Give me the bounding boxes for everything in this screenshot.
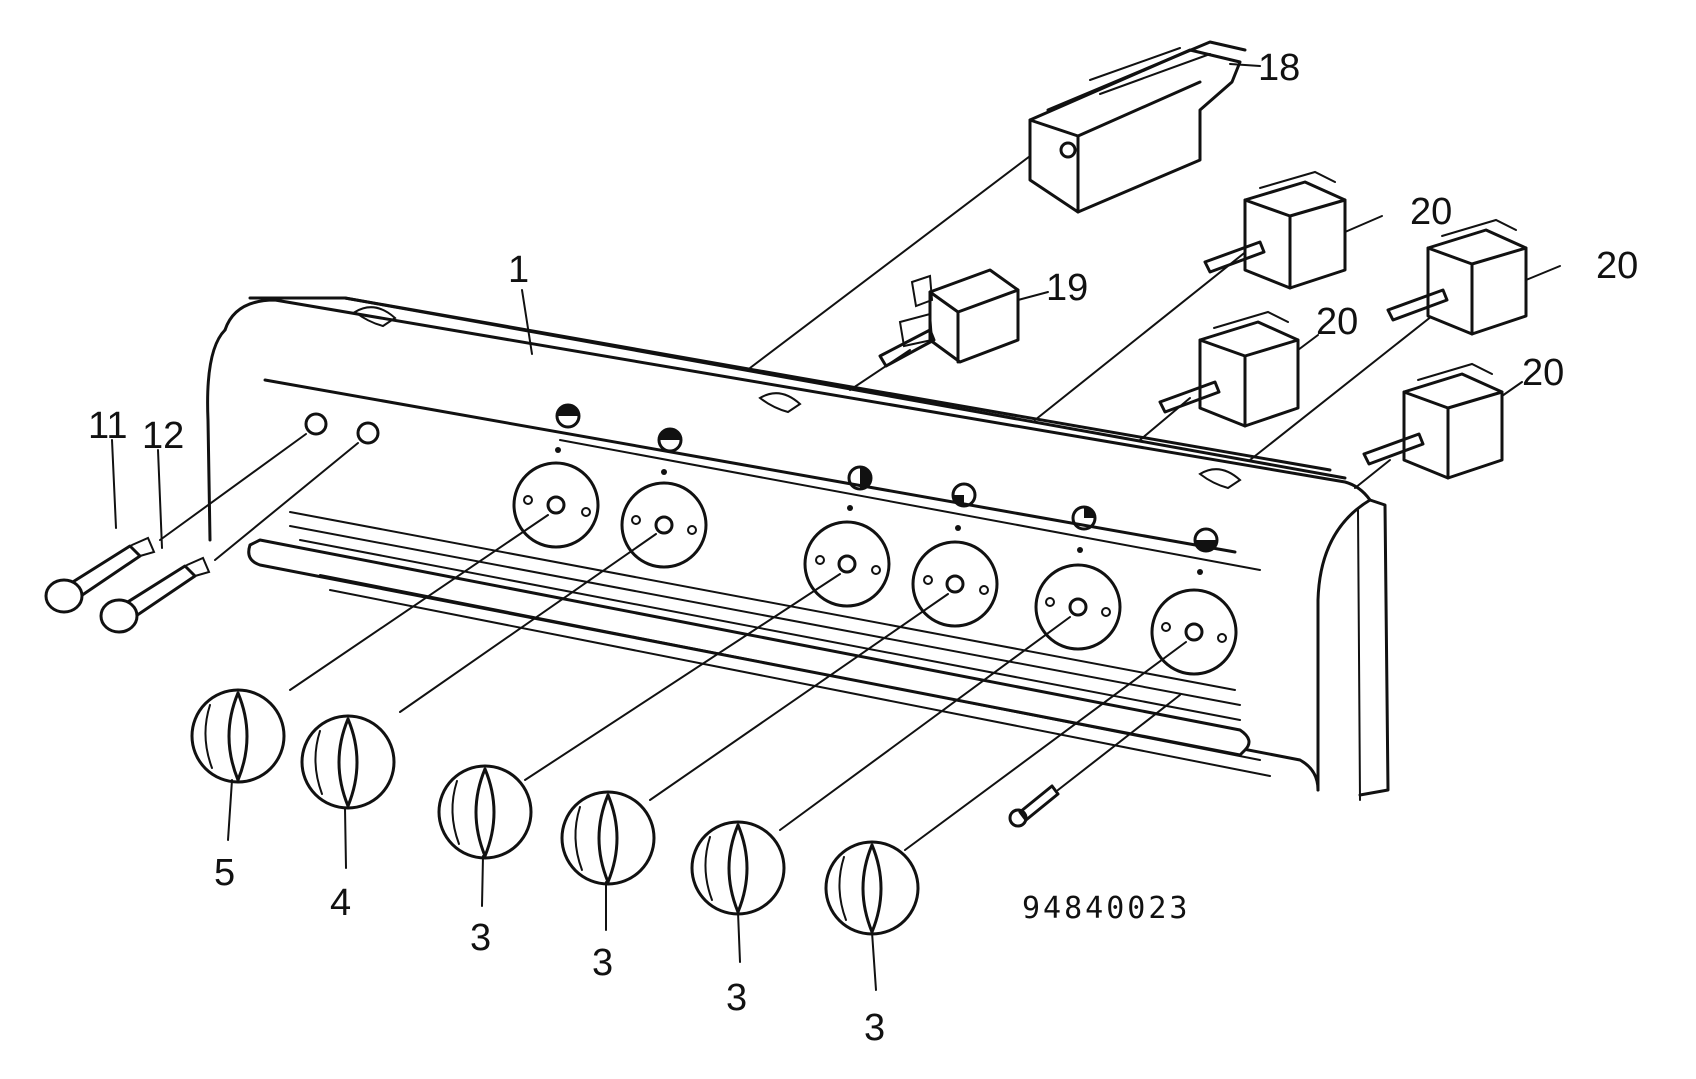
control-panel — [206, 296, 1390, 801]
knob-4 — [300, 714, 396, 810]
energy-regulators — [1158, 170, 1561, 480]
callout-energy-reg-20d: 20 — [1522, 352, 1564, 394]
callout-switch-19: 19 — [1046, 267, 1088, 309]
knob-3-d — [824, 840, 920, 936]
knob-leaders — [227, 779, 877, 991]
callout-knob-5: 5 — [214, 852, 235, 894]
callout-knob-3c: 3 — [726, 977, 747, 1019]
callout-lamp-12: 12 — [142, 415, 184, 457]
selector-switch — [878, 268, 1049, 368]
knob-5 — [190, 688, 286, 784]
callout-energy-reg-20a: 20 — [1410, 191, 1452, 233]
screw — [1008, 694, 1181, 828]
energy-regulator-4 — [1362, 362, 1523, 480]
indicator-lamps — [44, 439, 211, 634]
callout-knob-3b: 3 — [592, 942, 613, 984]
knob-3-a — [437, 764, 533, 860]
timer-unit — [1028, 40, 1261, 214]
callout-knob-3a: 3 — [470, 917, 491, 959]
knob-3-b — [560, 790, 656, 886]
energy-regulator-1 — [1203, 170, 1383, 290]
explosion-lines — [159, 149, 1433, 851]
callout-panel: 1 — [508, 249, 529, 291]
callout-energy-reg-20c: 20 — [1596, 245, 1638, 287]
callout-lamp-11: 11 — [88, 405, 127, 447]
control-knobs — [190, 688, 920, 936]
callout-knob-4: 4 — [330, 882, 351, 924]
callout-labels: 1 11 12 18 19 20 20 20 20 5 4 3 3 3 3 — [88, 47, 1638, 1049]
energy-regulator-3 — [1386, 218, 1561, 336]
panel-symbols — [555, 403, 1219, 575]
callout-knob-3d: 3 — [864, 1007, 885, 1049]
drawing-number: 94840023 — [1022, 891, 1191, 926]
knob-3-c — [690, 820, 786, 916]
energy-regulator-2 — [1158, 310, 1319, 428]
callout-energy-reg-20b: 20 — [1316, 301, 1358, 343]
callout-timer-18: 18 — [1258, 47, 1300, 89]
knob-openings — [512, 461, 1238, 676]
panel-leader — [521, 289, 533, 355]
